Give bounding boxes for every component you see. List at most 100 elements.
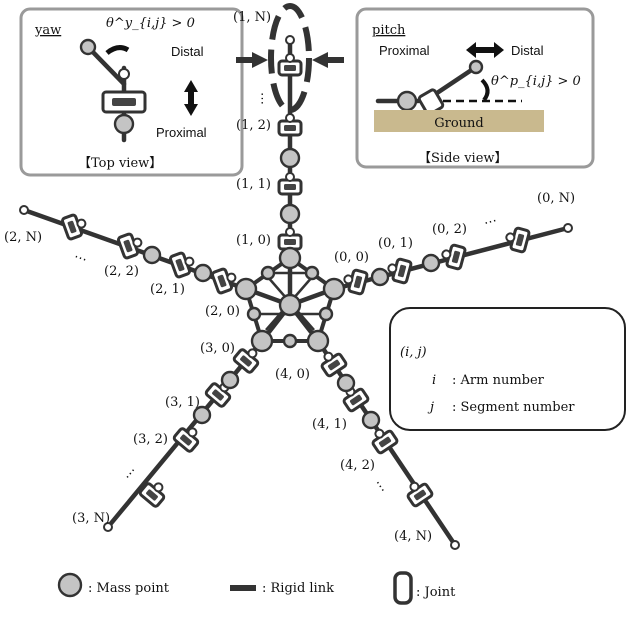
index-i-desc: : Arm number [452,373,545,388]
yaw-angle-arc [105,45,130,55]
label-4-N: (4, N) [394,529,432,544]
mass-body [304,265,320,281]
dashed-ellipse [268,3,312,113]
ellipsis-arm-1: ⋯ [254,92,269,105]
label-2-N: (2, N) [4,230,42,245]
label-3-2: (3, 2) [133,432,168,447]
label-0-N: (0, N) [537,191,575,206]
joint-2-2 [116,229,147,261]
mass-body [260,265,276,281]
mass-body [246,306,262,322]
joint-1-1 [277,171,303,196]
yaw-tilted-link [85,44,127,87]
legend-rigid-link-label: : Rigid link [262,581,334,596]
pitch-angle-label: θ^p_{i,j} > 0 [491,74,581,89]
joint-1-2 [277,112,303,137]
mass-3-2 [192,405,212,425]
mass-2-2 [142,245,162,265]
label-3-N: (3, N) [72,511,110,526]
index-j-symbol: j [427,400,434,415]
arm-2-tip [19,205,29,215]
pitch-angle-arc [480,78,490,102]
mass-1-1 [279,203,301,225]
label-0-2: (0, 2) [432,222,467,237]
joint-0-0 [340,266,370,296]
yaw-distal-mass [79,38,97,56]
label-4-2: (4, 2) [340,458,375,473]
index-i-symbol: i [432,373,436,388]
mass-body [282,333,298,349]
index-box-frame [389,307,626,431]
pitch-proximal-mass [396,90,418,112]
joint-4-0 [315,345,349,379]
joint-1-N [277,52,303,77]
mass-4-1 [336,373,356,393]
mass-body [318,306,334,322]
mass-1-0 [278,246,302,270]
label-4-1: (4, 1) [312,417,347,432]
label-4-0: (4, 0) [275,367,310,382]
mass-4-0 [306,329,330,353]
ellipsis-arm-0: ⋯ [482,213,498,231]
arrow-left-icon [236,52,268,68]
joint-0-N [502,224,532,254]
mass-4-2 [361,410,381,430]
label-3-0: (3, 0) [200,341,235,356]
label-2-0: (2, 0) [205,304,240,319]
label-1-1: (1, 1) [236,177,271,192]
mass-3-0 [250,329,274,353]
joint-2-1 [168,248,199,280]
label-0-1: (0, 1) [378,236,413,251]
mass-3-1 [220,370,240,390]
pitch-distal-mass [468,59,484,75]
yaw-panel: yaw θ^y_{i,j} > 0 Distal Proximal 【Top v… [19,7,244,177]
ground-label: Ground [434,116,484,131]
joint-2-N [60,210,91,242]
pitch-view-caption: 【Side view】 [418,151,508,166]
mass-center [278,293,302,317]
legend-joint-label: : Joint [416,585,456,600]
pitch-title: pitch [372,23,406,38]
ellipsis-arm-4: ⋯ [370,477,390,496]
label-0-0: (0, 0) [334,250,369,265]
yaw-distal-label: Distal [171,44,204,59]
pitch-proximal-label: Proximal [379,43,430,58]
pitch-panel: pitch Proximal Distal θ^p_{i,j} > 0 Grou… [355,7,595,169]
mass-0-1 [370,267,390,287]
mass-0-2 [421,253,441,273]
ellipsis-arm-3: ⋯ [121,464,141,484]
legend-mass-point-label: : Mass point [88,581,170,596]
label-1-2: (1, 2) [236,118,271,133]
mass-0-0 [322,277,346,301]
highlight-joint-1-N [236,3,344,113]
arm-0-tip [563,223,573,233]
legend: : Mass point : Rigid link : Joint [57,571,456,605]
index-box: (i, j) i : Arm number j : Segment number [389,307,626,431]
arm-4-tip [450,540,460,550]
segment-labels: (1, N) (1, 2) (1, 1) (1, 0) (0, 0) (0, 1… [4,10,575,544]
mass-2-1 [193,263,213,283]
arm-3-tip [103,522,113,532]
ground-block [374,110,544,132]
ellipsis-marks: ⋯ ⋯ ⋯ ⋯ ⋯ [72,92,499,496]
yaw-proximal-mass [113,113,135,135]
label-1-N: (1, N) [233,10,271,25]
joint-0-2 [438,241,468,271]
yaw-double-arrow-icon [184,80,198,116]
yaw-angle-label: θ^y_{i,j} > 0 [106,16,195,31]
legend-joint-icon [393,571,413,605]
label-2-1: (2, 1) [150,282,185,297]
label-2-2: (2, 2) [104,264,139,279]
mass-1-2 [279,147,301,169]
mass-2-0 [234,277,258,301]
label-3-1: (3, 1) [165,395,200,410]
yaw-proximal-label: Proximal [156,125,207,140]
yaw-view-caption: 【Top view】 [78,156,162,171]
index-j-desc: : Segment number [452,400,575,415]
joint-0-1 [384,255,414,285]
pitch-distal-label: Distal [511,43,544,58]
ellipsis-arm-2: ⋯ [72,249,89,268]
joint-1-0 [277,226,303,251]
pitch-double-arrow-icon [466,42,504,58]
